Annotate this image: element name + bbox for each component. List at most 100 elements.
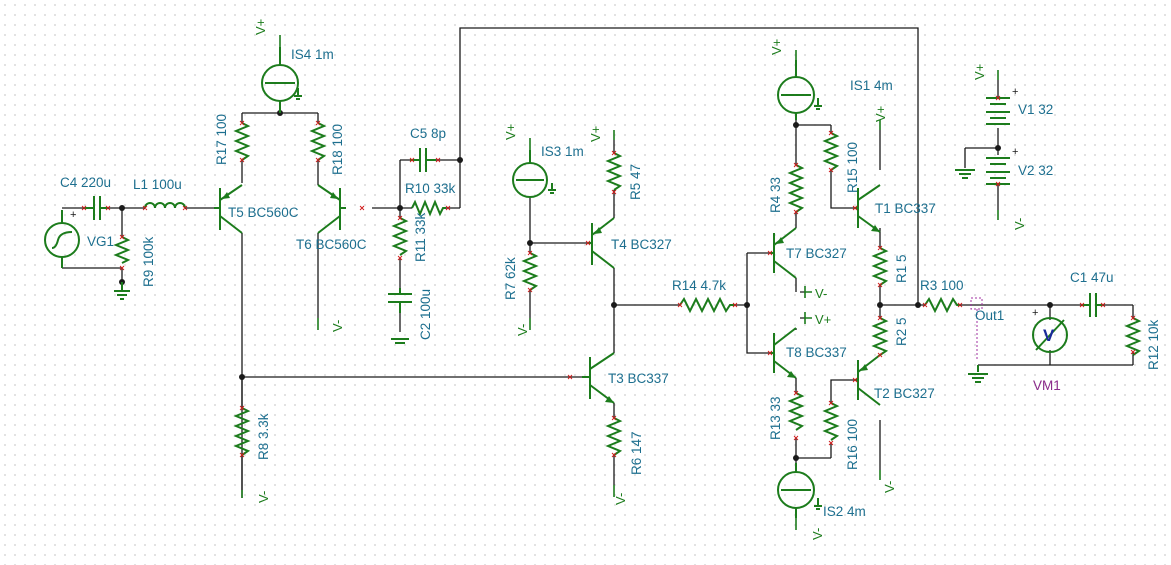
r10-resistor[interactable] bbox=[411, 199, 446, 217]
r7-resistor[interactable] bbox=[521, 252, 539, 291]
r15-resistor[interactable] bbox=[822, 132, 840, 171]
t2-transistor[interactable] bbox=[855, 354, 881, 406]
v1-label: V1 32 bbox=[1018, 102, 1053, 117]
r7-label: R7 62k bbox=[503, 257, 518, 300]
vminus-pin: V- bbox=[1012, 218, 1027, 230]
vg1-label: VG1 bbox=[87, 234, 114, 249]
r4-label: R4 33 bbox=[768, 177, 783, 213]
ground-symbol bbox=[955, 169, 975, 179]
t8-transistor[interactable] bbox=[770, 327, 797, 379]
ground-symbol bbox=[968, 365, 988, 383]
t3-label: T3 BC337 bbox=[608, 371, 669, 386]
vminus-pin: V- bbox=[613, 493, 628, 505]
r6-resistor[interactable] bbox=[605, 417, 623, 456]
t1-transistor[interactable] bbox=[855, 184, 881, 233]
r18-resistor[interactable] bbox=[309, 122, 327, 161]
vminus-pin: V- bbox=[882, 481, 897, 493]
is3-current-source[interactable] bbox=[512, 150, 556, 198]
c5-label: C5 8p bbox=[410, 126, 446, 141]
t2-label: T2 BC327 bbox=[874, 386, 935, 401]
v2-label: V2 32 bbox=[1018, 163, 1053, 178]
r8-resistor[interactable] bbox=[233, 407, 251, 456]
junctions bbox=[119, 110, 1053, 461]
svg-text:+: + bbox=[1012, 86, 1018, 98]
vminus-pin: V- bbox=[256, 491, 271, 503]
is4-current-source[interactable] bbox=[261, 47, 302, 113]
out1-marker[interactable] bbox=[970, 297, 983, 360]
r9-label: R9 100k bbox=[141, 236, 156, 287]
is1-current-source[interactable] bbox=[777, 60, 822, 120]
r2-label: R2 5 bbox=[894, 317, 909, 346]
r5-label: R5 47 bbox=[628, 164, 643, 200]
vm1-label: VM1 bbox=[1033, 378, 1061, 393]
r17-label: R17 100 bbox=[214, 114, 229, 165]
vplus-pin: V+ bbox=[588, 126, 603, 142]
r11-label: R11 33k bbox=[413, 212, 428, 262]
r14-resistor[interactable] bbox=[679, 296, 735, 314]
c2-capacitor[interactable] bbox=[388, 288, 412, 344]
vplus-pin: V+ bbox=[503, 124, 518, 140]
r13-resistor[interactable] bbox=[787, 392, 805, 431]
is2-current-source[interactable] bbox=[777, 463, 822, 518]
t1-label: T1 BC337 bbox=[875, 201, 936, 216]
r15-label: R15 100 bbox=[845, 142, 860, 193]
is1-label: IS1 4m bbox=[850, 78, 893, 93]
t4-transistor[interactable] bbox=[588, 217, 615, 269]
t5-transistor[interactable] bbox=[214, 184, 243, 234]
vminus-pin: V- bbox=[815, 286, 827, 301]
vminus-pin: V- bbox=[515, 324, 530, 336]
r4-resistor[interactable] bbox=[787, 164, 805, 213]
t7-label: T7 BC327 bbox=[786, 246, 847, 261]
vm1-voltmeter[interactable]: V + bbox=[1032, 307, 1068, 353]
t6-label: T6 BC560C bbox=[296, 237, 367, 252]
r5-resistor[interactable] bbox=[605, 152, 623, 191]
r6-label: R6 147 bbox=[629, 431, 644, 475]
svg-text:+: + bbox=[70, 209, 76, 221]
vminus-pin: V- bbox=[330, 320, 345, 332]
r10-label: R10 33k bbox=[405, 181, 456, 196]
r12-label: R12 10k bbox=[1146, 319, 1161, 370]
c1-capacitor[interactable] bbox=[1082, 293, 1103, 317]
l1-label: L1 100u bbox=[133, 177, 182, 192]
l1-inductor[interactable] bbox=[144, 202, 186, 209]
r16-label: R16 100 bbox=[845, 419, 860, 470]
r18-label: R18 100 bbox=[330, 124, 345, 175]
c2-label: C2 100u bbox=[418, 289, 433, 340]
t7-transistor[interactable] bbox=[770, 227, 797, 279]
v2-battery[interactable]: + bbox=[986, 146, 1018, 185]
r1-resistor[interactable] bbox=[871, 247, 889, 286]
c5-capacitor[interactable] bbox=[410, 148, 436, 172]
pin-markers bbox=[81, 95, 1136, 458]
power-pins: V+ V+ V+ V+ V+ V+ V+ V- V- V- V- V- V- V… bbox=[241, 19, 1027, 540]
r8-label: R8 3.3k bbox=[256, 413, 271, 460]
t6-transistor[interactable] bbox=[317, 184, 346, 234]
vplus-pin: V+ bbox=[815, 312, 831, 327]
r16-resistor[interactable] bbox=[822, 402, 840, 441]
r3-label: R3 100 bbox=[920, 278, 964, 293]
t8-label: T8 BC337 bbox=[786, 345, 847, 360]
svg-text:+: + bbox=[1032, 307, 1038, 319]
c4-label: C4 220u bbox=[60, 175, 111, 190]
r9-resistor[interactable] bbox=[113, 236, 131, 264]
is2-label: IS2 4m bbox=[823, 504, 866, 519]
vplus-pin: V+ bbox=[873, 106, 888, 122]
is4-label: IS4 1m bbox=[291, 47, 334, 62]
r17-resistor[interactable] bbox=[233, 122, 251, 161]
r3-resistor[interactable] bbox=[924, 296, 960, 314]
vg1-generator[interactable]: + bbox=[44, 209, 80, 268]
c4-capacitor[interactable] bbox=[84, 196, 108, 220]
r2-resistor[interactable] bbox=[871, 317, 889, 356]
t3-transistor[interactable] bbox=[582, 352, 615, 404]
is3-label: IS3 1m bbox=[541, 144, 584, 159]
r12-resistor[interactable] bbox=[1124, 317, 1142, 356]
vplus-pin: V+ bbox=[769, 39, 784, 55]
c1-label: C1 47u bbox=[1070, 270, 1114, 285]
svg-text:+: + bbox=[1012, 146, 1018, 158]
v1-battery[interactable]: + bbox=[986, 86, 1018, 125]
r11-resistor[interactable] bbox=[391, 217, 409, 256]
t5-label: T5 BC560C bbox=[228, 205, 299, 220]
svg-text:V: V bbox=[1043, 326, 1055, 345]
t4-label: T4 BC327 bbox=[611, 237, 672, 252]
